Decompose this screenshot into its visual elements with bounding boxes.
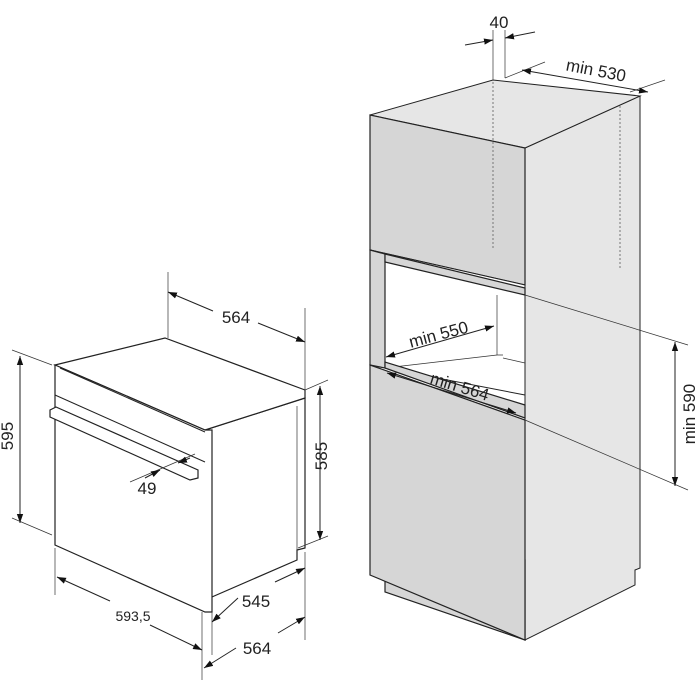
dim-rear-gap: 40: [490, 13, 509, 32]
dim-oven-body-depth: 545: [242, 592, 270, 611]
oven-side-face: [204, 397, 306, 601]
dim-cabinet-depth-min: min 530: [565, 56, 628, 86]
oven: 564 595 585 49 593,5 545 564: [0, 272, 331, 680]
oven-door-handle: [49, 406, 199, 481]
dim-oven-height-total: 595: [0, 422, 17, 450]
dim-opening-height-min: min 590: [680, 384, 699, 444]
cabinet-left-post: [369, 249, 386, 369]
cabinet: 40 min 530 min 550 min 564 min 590: [369, 13, 699, 641]
dim-oven-front-width: 593,5: [115, 608, 150, 624]
dim-oven-top-depth: 564: [222, 308, 250, 327]
dim-handle-offset: 49: [138, 479, 157, 498]
dim-oven-body-width: 564: [243, 639, 271, 658]
cabinet-side-face: [524, 95, 641, 641]
dim-oven-height-body: 585: [312, 442, 331, 470]
